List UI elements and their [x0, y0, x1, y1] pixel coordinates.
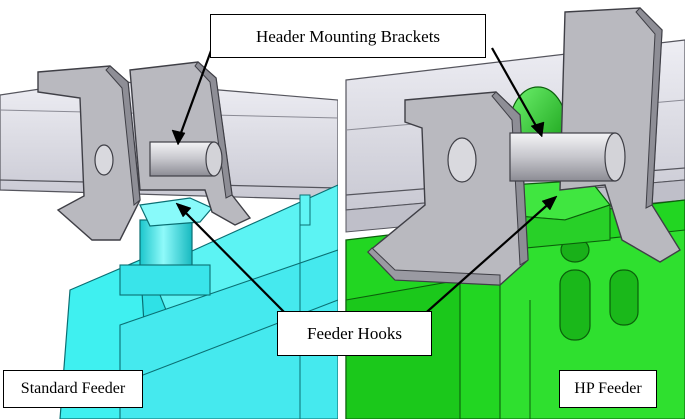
arrow-header-bracket-left [176, 47, 214, 142]
feeder-hooks-label: Feeder Hooks [277, 311, 432, 356]
bracket-pin [149, 141, 223, 177]
bracket-pin [509, 132, 626, 182]
standard-feeder-label: Standard Feeder [3, 370, 143, 408]
panel-divider [338, 0, 346, 419]
header-mounting-brackets-label: Header Mounting Brackets [210, 14, 486, 58]
hp-feeder-panel [345, 0, 685, 419]
arrowhead-header-bracket-right [530, 121, 545, 138]
hp-feeder-label: HP Feeder [559, 370, 657, 408]
arrowhead-feeder-hook-left [175, 202, 192, 218]
header-mounting-bracket-left [37, 65, 141, 241]
arrow-feeder-hook-right [419, 199, 554, 319]
arrow-feeder-hook-left [179, 206, 291, 319]
arrowhead-feeder-hook-right [541, 195, 558, 211]
standard-feeder-panel [0, 0, 339, 419]
arrowhead-header-bracket-left [171, 129, 186, 146]
header-mounting-bracket-right [559, 7, 681, 263]
callout-arrows [171, 47, 558, 319]
arrow-header-bracket-right [491, 47, 541, 134]
